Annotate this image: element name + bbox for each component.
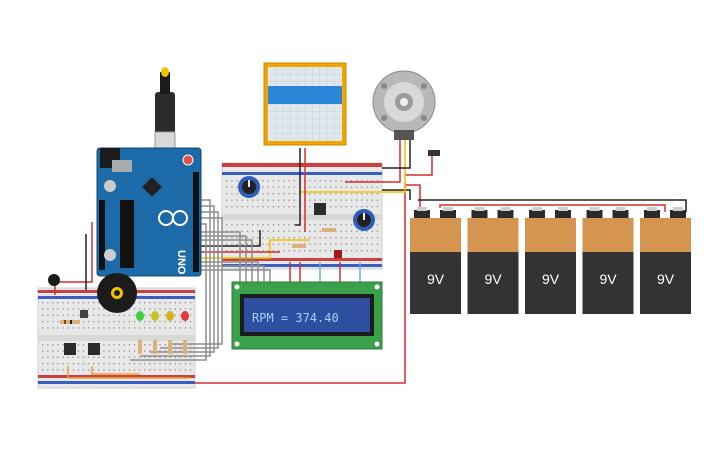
wire-motor-black [382, 140, 411, 169]
battery-9v: 9V [525, 207, 576, 314]
led-green [136, 311, 144, 321]
piezo-buzzer[interactable] [97, 273, 137, 313]
led-yellow-2 [166, 311, 174, 321]
resistor-main-1 [322, 228, 336, 232]
battery-label: 9V [657, 271, 675, 287]
wire-motor-red [345, 140, 401, 183]
battery-9v: 9V [640, 207, 691, 314]
dc-motor[interactable] [372, 70, 436, 140]
led-resistors [138, 340, 187, 354]
led-red [181, 311, 189, 321]
breadboard-holes [42, 180, 379, 371]
arduino-model-label: UNO [175, 250, 187, 275]
potentiometer-2[interactable] [353, 209, 375, 231]
battery-9v: 9V [582, 207, 634, 314]
diode [334, 250, 342, 258]
battery-9v: 9V [410, 207, 461, 314]
wire-red-switch [405, 155, 433, 176]
battery-label: 9V [542, 271, 560, 287]
transistor [314, 203, 326, 215]
slide-switch[interactable] [428, 150, 440, 156]
potentiometer-1[interactable] [238, 176, 260, 198]
battery-label: 9V [599, 271, 617, 287]
usb-plug [155, 92, 175, 137]
breadboard-small [37, 287, 196, 389]
tilt-sensor[interactable] [48, 274, 60, 286]
wire-red-supply [195, 185, 406, 384]
lcd-16x2: RPM = 374.40 [231, 281, 383, 350]
wire-red-batt-chain [439, 204, 666, 212]
resistor-small-1 [60, 320, 80, 324]
wire-motor-yellow [300, 140, 406, 193]
led-yellow-1 [151, 311, 159, 321]
pushbutton-2[interactable] [88, 343, 100, 355]
oscilloscope-signal [268, 86, 342, 104]
arduino-uno-board[interactable]: UNO [96, 67, 202, 277]
photo-sensor [80, 310, 88, 318]
pushbutton-1[interactable] [64, 343, 76, 355]
wire-red-battery [405, 184, 421, 210]
battery-9v: 9V [467, 207, 519, 314]
lcd-display-text: RPM = 374.40 [252, 311, 339, 325]
battery-bank: 9V 9V 9V 9V 9V [410, 207, 691, 314]
wire-black-to-bb [382, 189, 411, 200]
oscilloscope[interactable] [263, 62, 347, 146]
wire-arduino-yellow [198, 239, 310, 259]
resistor-main-2 [292, 244, 306, 248]
wires [54, 140, 687, 384]
wire-black-batt-chain [418, 199, 687, 212]
battery-label: 9V [427, 271, 445, 287]
wire-scope-probe [295, 148, 301, 226]
battery-label: 9V [484, 271, 502, 287]
